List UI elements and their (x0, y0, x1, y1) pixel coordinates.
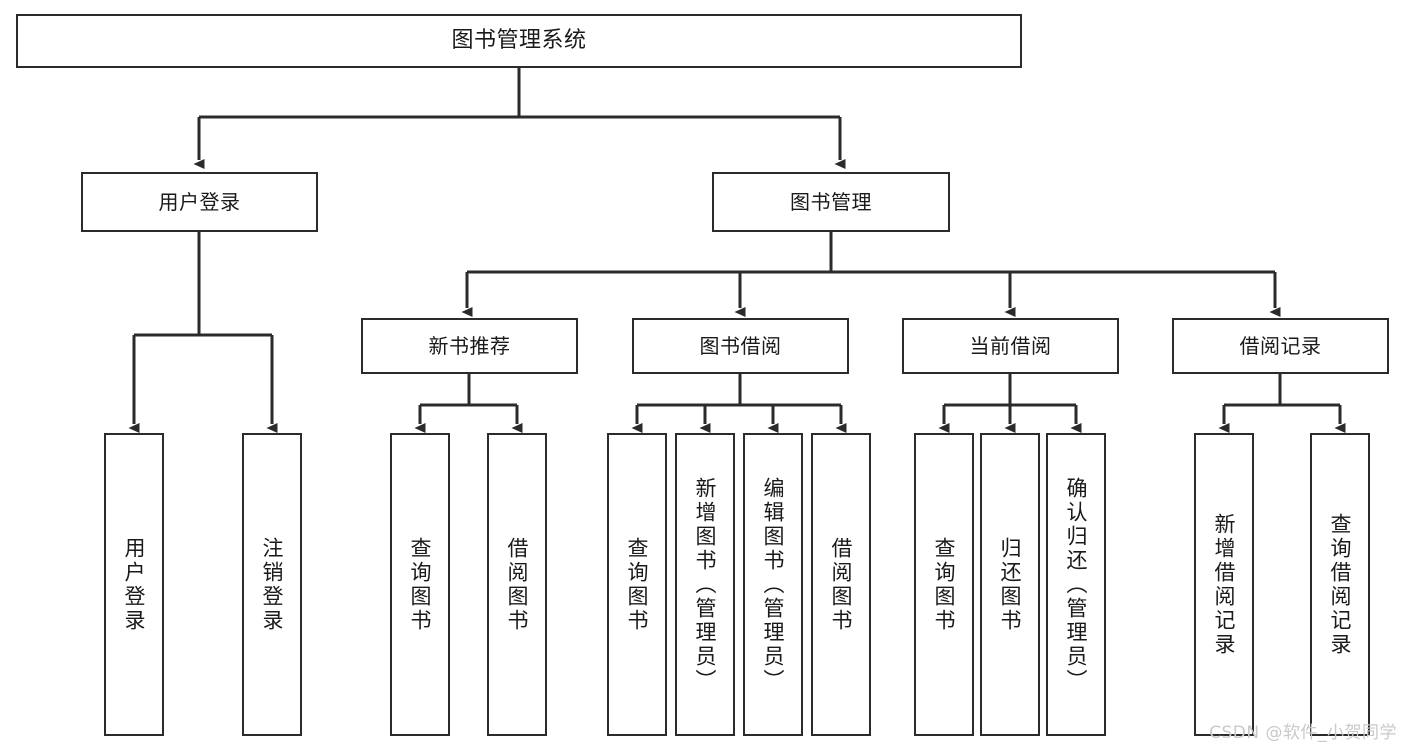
leaf-user-login-login[interactable]: 用户登录 (104, 433, 164, 736)
node-label: 查询图书 (408, 536, 433, 633)
leaf-record-query-record[interactable]: 查询借阅记录 (1310, 433, 1370, 736)
node-borrow-record[interactable]: 借阅记录 (1172, 318, 1389, 374)
node-label: 当前借阅 (969, 333, 1052, 358)
leaf-borrow-query-book[interactable]: 查询图书 (607, 433, 667, 736)
leaf-borrow-add-book-admin[interactable]: 新增图书（管理员） (675, 433, 735, 736)
leaf-borrow-borrow-book[interactable]: 借阅图书 (811, 433, 871, 736)
node-label: 借阅图书 (829, 536, 854, 633)
node-label: 图书管理 (790, 189, 872, 214)
node-label: 用户登录 (158, 189, 241, 214)
node-book-management[interactable]: 图书管理 (712, 172, 950, 232)
leaf-recommend-query-book[interactable]: 查询图书 (390, 433, 450, 736)
node-label: 确认归还（管理员） (1064, 476, 1089, 693)
watermark-text: CSDN @软件_小贺同学 (1209, 723, 1397, 743)
node-label: 编辑图书（管理员） (761, 476, 786, 693)
node-label: 归还图书 (998, 536, 1023, 633)
leaf-borrow-edit-book-admin[interactable]: 编辑图书（管理员） (743, 433, 803, 736)
node-new-book-recommend[interactable]: 新书推荐 (361, 318, 578, 374)
leaf-recommend-borrow-book[interactable]: 借阅图书 (487, 433, 547, 736)
leaf-current-return-book[interactable]: 归还图书 (980, 433, 1040, 736)
node-root-system[interactable]: 图书管理系统 (16, 14, 1022, 68)
leaf-user-login-logout[interactable]: 注销登录 (242, 433, 302, 736)
node-label: 新书推荐 (428, 333, 511, 358)
node-label: 新增图书（管理员） (693, 476, 718, 693)
node-label: 新增借阅记录 (1212, 512, 1237, 657)
leaf-current-confirm-return-admin[interactable]: 确认归还（管理员） (1046, 433, 1106, 736)
leaf-record-add-record[interactable]: 新增借阅记录 (1194, 433, 1254, 736)
node-label: 用户登录 (122, 536, 147, 633)
node-label: 查询图书 (932, 536, 957, 633)
node-book-borrow[interactable]: 图书借阅 (632, 318, 849, 374)
node-label: 借阅图书 (505, 536, 530, 633)
node-label: 注销登录 (260, 536, 285, 633)
node-user-login[interactable]: 用户登录 (81, 172, 318, 232)
node-label: 图书管理系统 (451, 28, 587, 54)
leaf-current-query-book[interactable]: 查询图书 (914, 433, 974, 736)
node-label: 查询图书 (625, 536, 650, 633)
node-current-borrow[interactable]: 当前借阅 (902, 318, 1119, 374)
node-label: 借阅记录 (1239, 333, 1322, 358)
node-label: 图书借阅 (699, 333, 782, 358)
node-label: 查询借阅记录 (1328, 512, 1353, 657)
